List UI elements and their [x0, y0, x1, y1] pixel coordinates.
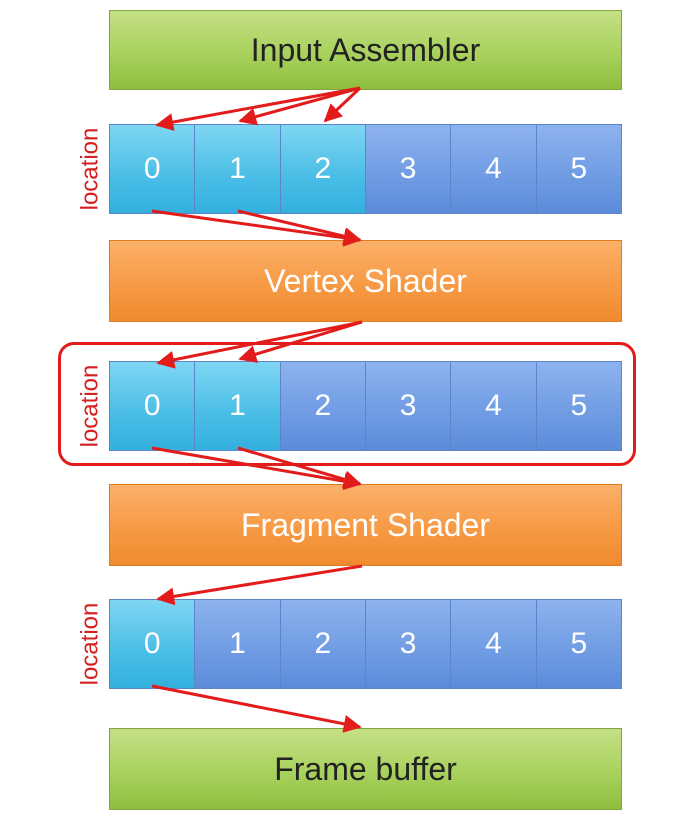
- slot-1: 1: [195, 599, 281, 689]
- arrow-slot-1-to-vs: [237, 209, 362, 246]
- arrow-slot-1-to-fs: [237, 446, 362, 489]
- input-assembler-stage: Input Assembler: [109, 10, 622, 90]
- slot-3: 3: [365, 361, 452, 451]
- fragment-shader-stage: Fragment Shader: [109, 484, 622, 566]
- arrow-ia-to-slot-1: [238, 86, 361, 126]
- location-slots-row-3: 0 1 2 3 4 5: [109, 599, 622, 689]
- slot-0: 0: [109, 361, 196, 451]
- slot-0: 0: [109, 599, 196, 689]
- slot-1: 1: [195, 361, 281, 451]
- slot-4: 4: [451, 361, 537, 451]
- slot-4: 4: [451, 599, 537, 689]
- arrow-vs-to-slot-0: [156, 320, 363, 369]
- slot-0: 0: [109, 124, 196, 214]
- fragment-shader-label: Fragment Shader: [240, 506, 490, 543]
- input-assembler-label: Input Assembler: [250, 31, 481, 68]
- slot-2: 2: [280, 124, 366, 214]
- slot-2: 2: [280, 361, 366, 451]
- arrow-ia-to-slot-2: [323, 86, 362, 123]
- arrow-vs-to-slot-1: [238, 320, 363, 363]
- location-slots-row-2: 0 1 2 3 4 5: [109, 361, 622, 451]
- arrow-slot-0-to-fb: [151, 684, 362, 733]
- slot-5: 5: [536, 599, 622, 689]
- arrow-slot-0-to-fs: [151, 446, 362, 491]
- frame-buffer-label: Frame buffer: [274, 750, 457, 787]
- arrow-slot-0-to-vs: [151, 209, 362, 247]
- slot-4: 4: [451, 124, 537, 214]
- frame-buffer-stage: Frame buffer: [109, 728, 622, 810]
- slot-5: 5: [536, 361, 622, 451]
- slot-3: 3: [365, 599, 452, 689]
- vertex-shader-stage: Vertex Shader: [109, 240, 622, 322]
- vertex-shader-label: Vertex Shader: [264, 262, 467, 299]
- slot-5: 5: [536, 124, 622, 214]
- slot-1: 1: [195, 124, 281, 214]
- slot-3: 3: [365, 124, 452, 214]
- location-slots-row-1: 0 1 2 3 4 5: [109, 124, 622, 214]
- arrow-ia-to-slot-0: [155, 86, 361, 131]
- slot-2: 2: [280, 599, 366, 689]
- arrow-fs-to-slot-0: [156, 564, 363, 606]
- highlight-outline: [58, 342, 636, 466]
